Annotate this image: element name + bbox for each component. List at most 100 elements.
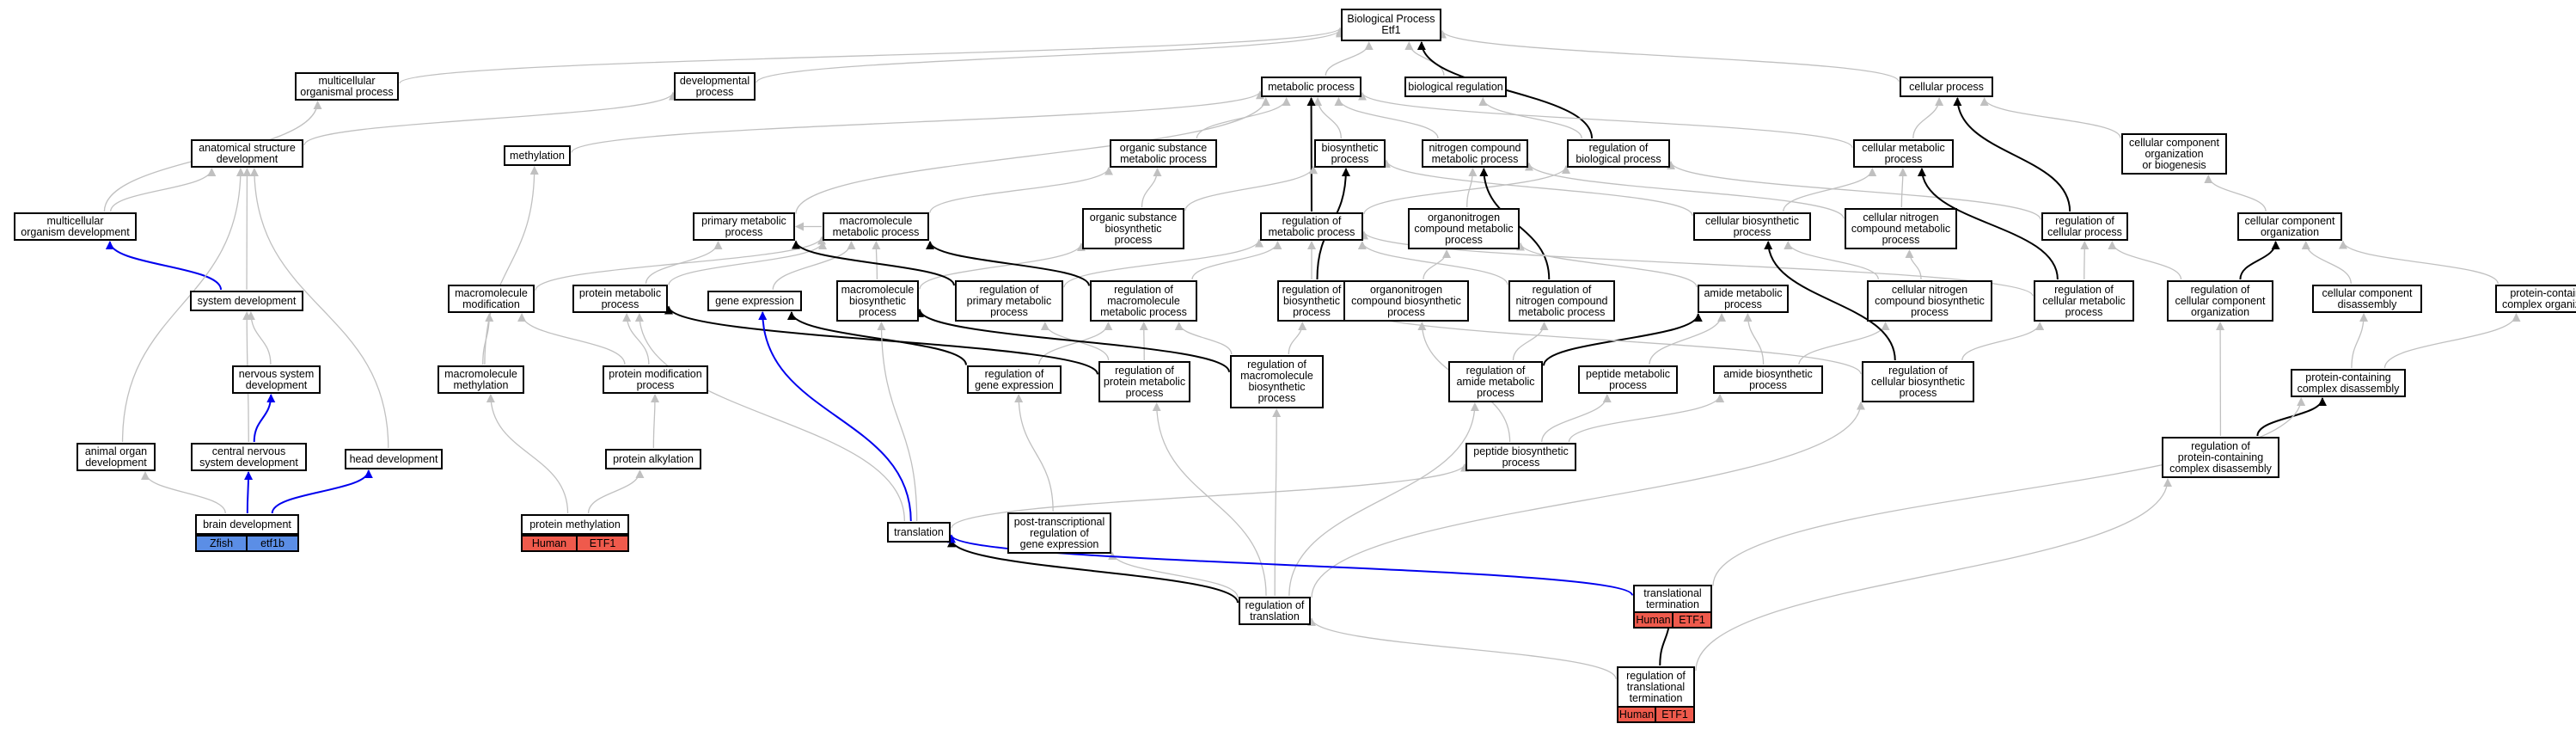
edge-black <box>1764 241 1896 361</box>
go-term-node[interactable]: protein-containing complex disassembly <box>2291 369 2406 397</box>
edge-grey <box>772 241 856 291</box>
go-term-node[interactable]: regulation of cellular process <box>2041 212 2128 241</box>
go-term-node[interactable]: organonitrogen compound biosynthetic pro… <box>1343 280 1469 322</box>
go-term-node[interactable]: regulation of biological process <box>1567 139 1670 168</box>
go-term-node[interactable]: macromolecule biosynthetic process <box>836 280 919 322</box>
go-term-node[interactable]: cellular biosynthetic process <box>1693 212 1811 241</box>
gene-tag: etf1b <box>246 535 299 552</box>
edge-grey <box>1743 313 1765 365</box>
go-term-node[interactable]: regulation of macromolecule biosynthetic… <box>1230 355 1324 408</box>
edge-grey <box>587 469 645 514</box>
edge-grey <box>877 322 918 522</box>
edge-grey <box>2351 313 2369 369</box>
edge-grey <box>1363 165 1570 215</box>
go-term-node[interactable]: regulation of translation <box>1239 597 1311 625</box>
edge-grey <box>1325 41 1374 77</box>
go-term-node[interactable]: regulation of cellular component organiz… <box>2167 280 2273 322</box>
go-term-node[interactable]: regulation of metabolic process <box>1260 212 1363 241</box>
species-tag: Human <box>1617 706 1656 723</box>
go-term-node[interactable]: central nervous system development <box>191 443 307 471</box>
edge-grey <box>756 28 1344 83</box>
go-term-node[interactable]: nitrogen compound metabolic process <box>1422 139 1528 168</box>
go-term-node[interactable]: organonitrogen compound metabolic proces… <box>1408 208 1520 249</box>
edge-grey <box>872 241 881 280</box>
go-term-node[interactable]: cellular metabolic process <box>1853 139 1954 168</box>
edge-black <box>1953 97 2071 212</box>
edge-grey <box>1423 249 1452 280</box>
go-term-node[interactable]: translational termination <box>1633 585 1712 613</box>
go-term-node[interactable]: macromolecule metabolic process <box>823 212 929 241</box>
go-term-node[interactable]: gene expression <box>707 291 802 311</box>
go-term-node[interactable]: multicellular organismal process <box>295 72 399 101</box>
edge-grey <box>1288 402 1479 597</box>
go-term-node[interactable]: protein methylation <box>521 514 629 535</box>
go-term-node[interactable]: developmental process <box>674 72 756 101</box>
go-term-node[interactable]: cellular nitrogen compound biosynthetic … <box>1867 280 1992 322</box>
edge-grey <box>484 166 539 365</box>
go-term-node[interactable]: post-transcriptional regulation of gene … <box>1007 512 1111 554</box>
go-term-node[interactable]: regulation of protein-containing complex… <box>2162 437 2279 478</box>
go-term-node[interactable]: head development <box>345 449 443 469</box>
go-term-node[interactable]: regulation of gene expression <box>967 365 1062 394</box>
species-tag: Zfish <box>195 535 248 552</box>
go-term-node[interactable]: regulation of primary metabolic process <box>955 280 1063 322</box>
go-term-node[interactable]: organic substance metabolic process <box>1110 139 1217 168</box>
go-term-node[interactable]: macromolecule modification <box>448 285 535 313</box>
edge-black <box>1917 168 2059 280</box>
go-term-node[interactable]: amide biosynthetic process <box>1713 365 1823 394</box>
go-term-node[interactable]: protein-containing complex organization <box>2495 285 2576 313</box>
go-term-node[interactable]: regulation of protein metabolic process <box>1098 361 1190 402</box>
go-term-node[interactable]: translation <box>887 522 951 543</box>
go-term-node[interactable]: methylation <box>504 145 571 166</box>
go-term-node[interactable]: peptide biosynthetic process <box>1465 443 1576 471</box>
go-term-node[interactable]: primary metabolic process <box>693 212 795 241</box>
edge-grey <box>121 168 245 443</box>
edge-grey <box>1272 408 1282 597</box>
edge-grey <box>1108 551 1239 598</box>
go-term-node[interactable]: biosynthetic process <box>1314 139 1386 168</box>
edge-grey <box>645 241 723 285</box>
edge-grey <box>1979 97 2121 138</box>
go-term-node[interactable]: regulation of macromolecule metabolic pr… <box>1090 280 1197 322</box>
go-term-node[interactable]: peptide metabolic process <box>1578 365 1678 394</box>
gene-tag: ETF1 <box>1655 706 1695 723</box>
go-term-node[interactable]: multicellular organism development <box>14 212 137 241</box>
edge-blue <box>253 394 276 443</box>
go-term-node[interactable]: anatomical structure development <box>191 139 303 168</box>
go-term-node[interactable]: metabolic process <box>1261 77 1361 97</box>
go-term-node[interactable]: macromolecule methylation <box>437 365 524 394</box>
go-term-node[interactable]: regulation of biosynthetic process <box>1277 280 1346 322</box>
go-term-node[interactable]: regulation of translational termination <box>1617 666 1695 708</box>
go-term-node[interactable]: cellular process <box>1900 77 1993 97</box>
edge-black <box>915 308 1230 373</box>
go-term-node[interactable]: cellular component organization <box>2237 212 2342 241</box>
go-term-node[interactable]: protein modification process <box>603 365 708 394</box>
go-term-node[interactable]: organic substance biosynthetic process <box>1082 208 1184 249</box>
go-term-node[interactable]: protein metabolic process <box>572 285 668 313</box>
edge-grey <box>249 168 389 449</box>
edge-grey <box>1783 168 1877 212</box>
edge-grey <box>1358 91 1853 149</box>
go-term-node[interactable]: regulation of amide metabolic process <box>1448 361 1543 402</box>
edge-grey <box>1512 322 1549 361</box>
go-term-node[interactable]: animal organ development <box>76 443 156 471</box>
edge-blue <box>947 534 1633 597</box>
go-term-node[interactable]: brain development <box>195 514 299 535</box>
go-term-node[interactable]: cellular component organization or bioge… <box>2121 133 2227 175</box>
go-term-node[interactable]: cellular nitrogen compound metabolic pro… <box>1845 208 1957 249</box>
go-term-node[interactable]: cellular component disassembly <box>2312 285 2422 313</box>
go-term-node[interactable]: regulation of cellular metabolic process <box>2034 280 2134 322</box>
edge-grey <box>929 166 1113 213</box>
edge-grey <box>1038 322 1113 365</box>
go-term-node[interactable]: biological regulation <box>1404 77 1507 97</box>
edge-grey <box>1466 168 1478 208</box>
go-term-node[interactable]: nervous system development <box>232 365 321 394</box>
go-term-node[interactable]: system development <box>190 291 303 311</box>
go-term-node[interactable]: amide metabolic process <box>1698 285 1789 313</box>
go-term-node[interactable]: protein alkylation <box>605 449 701 469</box>
go-term-node[interactable]: Biological Process Etf1 <box>1341 9 1441 41</box>
go-term-node[interactable]: regulation of nitrogen compound metaboli… <box>1508 280 1615 322</box>
edge-grey <box>2383 313 2521 369</box>
go-term-node[interactable]: regulation of cellular biosynthetic proc… <box>1862 361 1974 402</box>
